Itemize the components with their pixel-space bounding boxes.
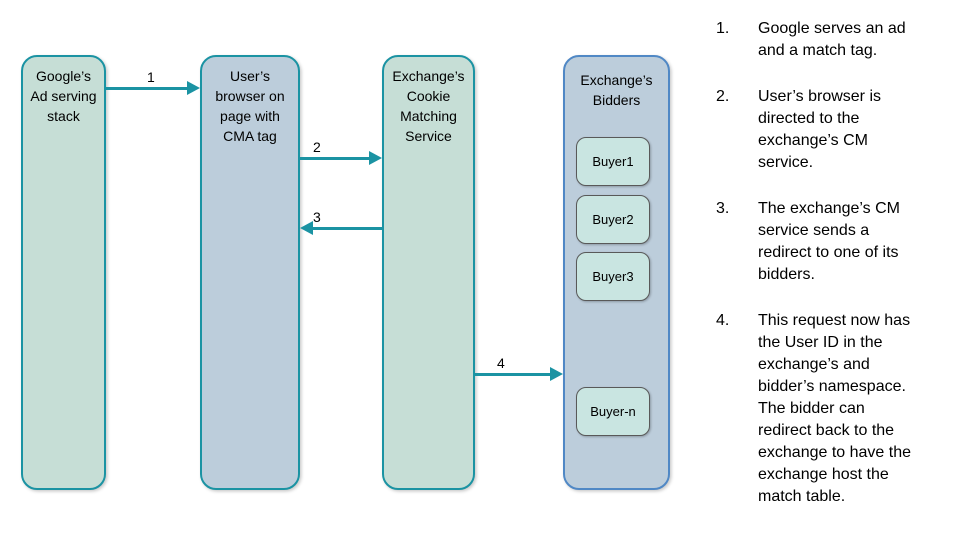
list-item-1: 1. Google serves an ad and a match tag. — [716, 18, 956, 62]
node-exchange-cm-service: Exchange’s Cookie Matching Service — [382, 55, 475, 490]
arrow-step-1: 1 — [105, 69, 200, 96]
arrow-line — [475, 373, 553, 376]
node-user-browser: User’s browser on page with CMA tag — [200, 55, 300, 490]
arrow-label: 2 — [313, 139, 321, 155]
arrow-label: 3 — [313, 209, 321, 225]
buyer-label: Buyer-n — [590, 404, 636, 419]
arrow-label: 4 — [497, 355, 505, 371]
arrow-step-4: 4 — [475, 355, 563, 382]
arrow-line — [310, 227, 382, 230]
buyer-box-1: Buyer1 — [576, 137, 650, 186]
buyer-box-n: Buyer-n — [576, 387, 650, 436]
arrow-line — [300, 157, 372, 160]
list-item-4: 4. This request now has the User ID in t… — [716, 310, 956, 508]
list-item-text: This request now has the User ID in the … — [758, 312, 912, 505]
node-title: Exchange’s Bidders — [580, 72, 653, 108]
list-item-2: 2. User’s browser is directed to the exc… — [716, 86, 956, 174]
list-item-3: 3. The exchange’s CM service sends a red… — [716, 198, 956, 286]
buyer-label: Buyer2 — [592, 212, 634, 227]
arrow-step-2: 2 — [300, 139, 382, 166]
node-title: User’s browser on page with CMA tag — [215, 68, 285, 144]
buyer-label: Buyer3 — [592, 269, 634, 284]
node-google-ad-stack: Google’s Ad serving stack — [21, 55, 106, 490]
buyer-box-3: Buyer3 — [576, 252, 650, 301]
list-item-number: 3. — [716, 200, 730, 217]
buyer-label: Buyer1 — [592, 154, 634, 169]
arrowhead-left-icon — [300, 221, 313, 235]
list-item-text: User’s browser is directed to the exchan… — [758, 88, 881, 171]
arrow-label: 1 — [147, 69, 155, 85]
arrow-line — [105, 87, 190, 90]
list-item-number: 4. — [716, 312, 730, 329]
list-item-number: 2. — [716, 88, 730, 105]
list-item-text: The exchange’s CM service sends a redire… — [758, 200, 900, 283]
arrow-step-3: 3 — [300, 209, 382, 236]
node-exchange-bidders: Exchange’s Bidders Buyer1 Buyer2 Buyer3 … — [563, 55, 670, 490]
list-item-text: Google serves an ad and a match tag. — [758, 20, 906, 59]
node-title: Exchange’s Cookie Matching Service — [392, 68, 465, 144]
node-title: Google’s Ad serving stack — [30, 68, 97, 124]
buyer-box-2: Buyer2 — [576, 195, 650, 244]
list-item-number: 1. — [716, 20, 730, 37]
arrowhead-right-icon — [187, 81, 200, 95]
notes-list: 1. Google serves an ad and a match tag. … — [716, 18, 956, 532]
arrowhead-right-icon — [550, 367, 563, 381]
arrowhead-right-icon — [369, 151, 382, 165]
